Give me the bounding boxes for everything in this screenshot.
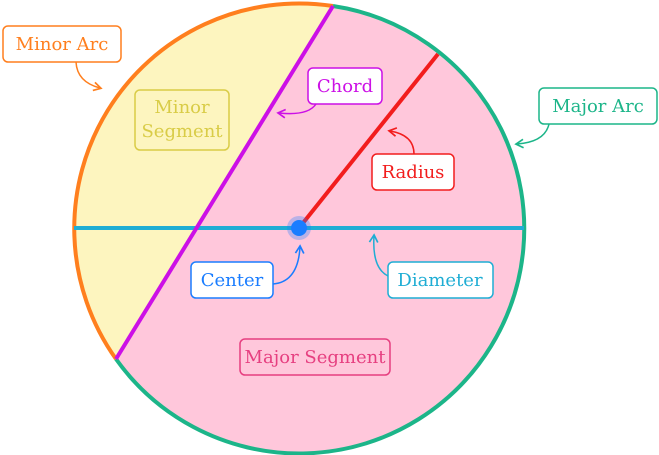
chord-pointer-arrow — [276, 103, 317, 119]
center-pointer-arrow — [272, 244, 305, 285]
minor-arc-label: Minor Arc — [2, 25, 122, 92]
major-arc-label-text: Major Arc — [552, 96, 644, 117]
radius-pointer-arrow — [387, 127, 415, 155]
major-arc-pointer-arrow — [514, 123, 550, 149]
major-arc-label: Major Arc — [514, 87, 658, 149]
major-segment-label-text: Major Segment — [245, 347, 387, 368]
minor-arc — [72, 1, 334, 361]
center-label: Center — [190, 244, 305, 299]
radius-line — [297, 52, 440, 230]
diameter-label: Diameter — [368, 233, 494, 299]
center-point — [291, 220, 307, 236]
radius-label: Radius — [371, 127, 455, 191]
diameter-label-text: Diameter — [397, 270, 483, 291]
chord-label: Chord — [276, 67, 383, 119]
minor-segment-label-line1: Minor — [154, 97, 210, 118]
minor-segment-label-line2: Segment — [141, 121, 223, 142]
diameter-pointer-arrow — [368, 233, 389, 277]
center-label-text: Center — [201, 270, 264, 291]
radius-label-text: Radius — [382, 162, 445, 183]
chord-line — [114, 4, 335, 361]
major-arc — [114, 4, 527, 455]
chord-label-text: Chord — [317, 76, 373, 97]
minor-arc-pointer-arrow — [75, 61, 103, 92]
minor-segment-label: Minor Segment — [134, 89, 230, 151]
major-segment-label: Major Segment — [239, 338, 391, 376]
minor-arc-label-text: Minor Arc — [16, 34, 109, 55]
